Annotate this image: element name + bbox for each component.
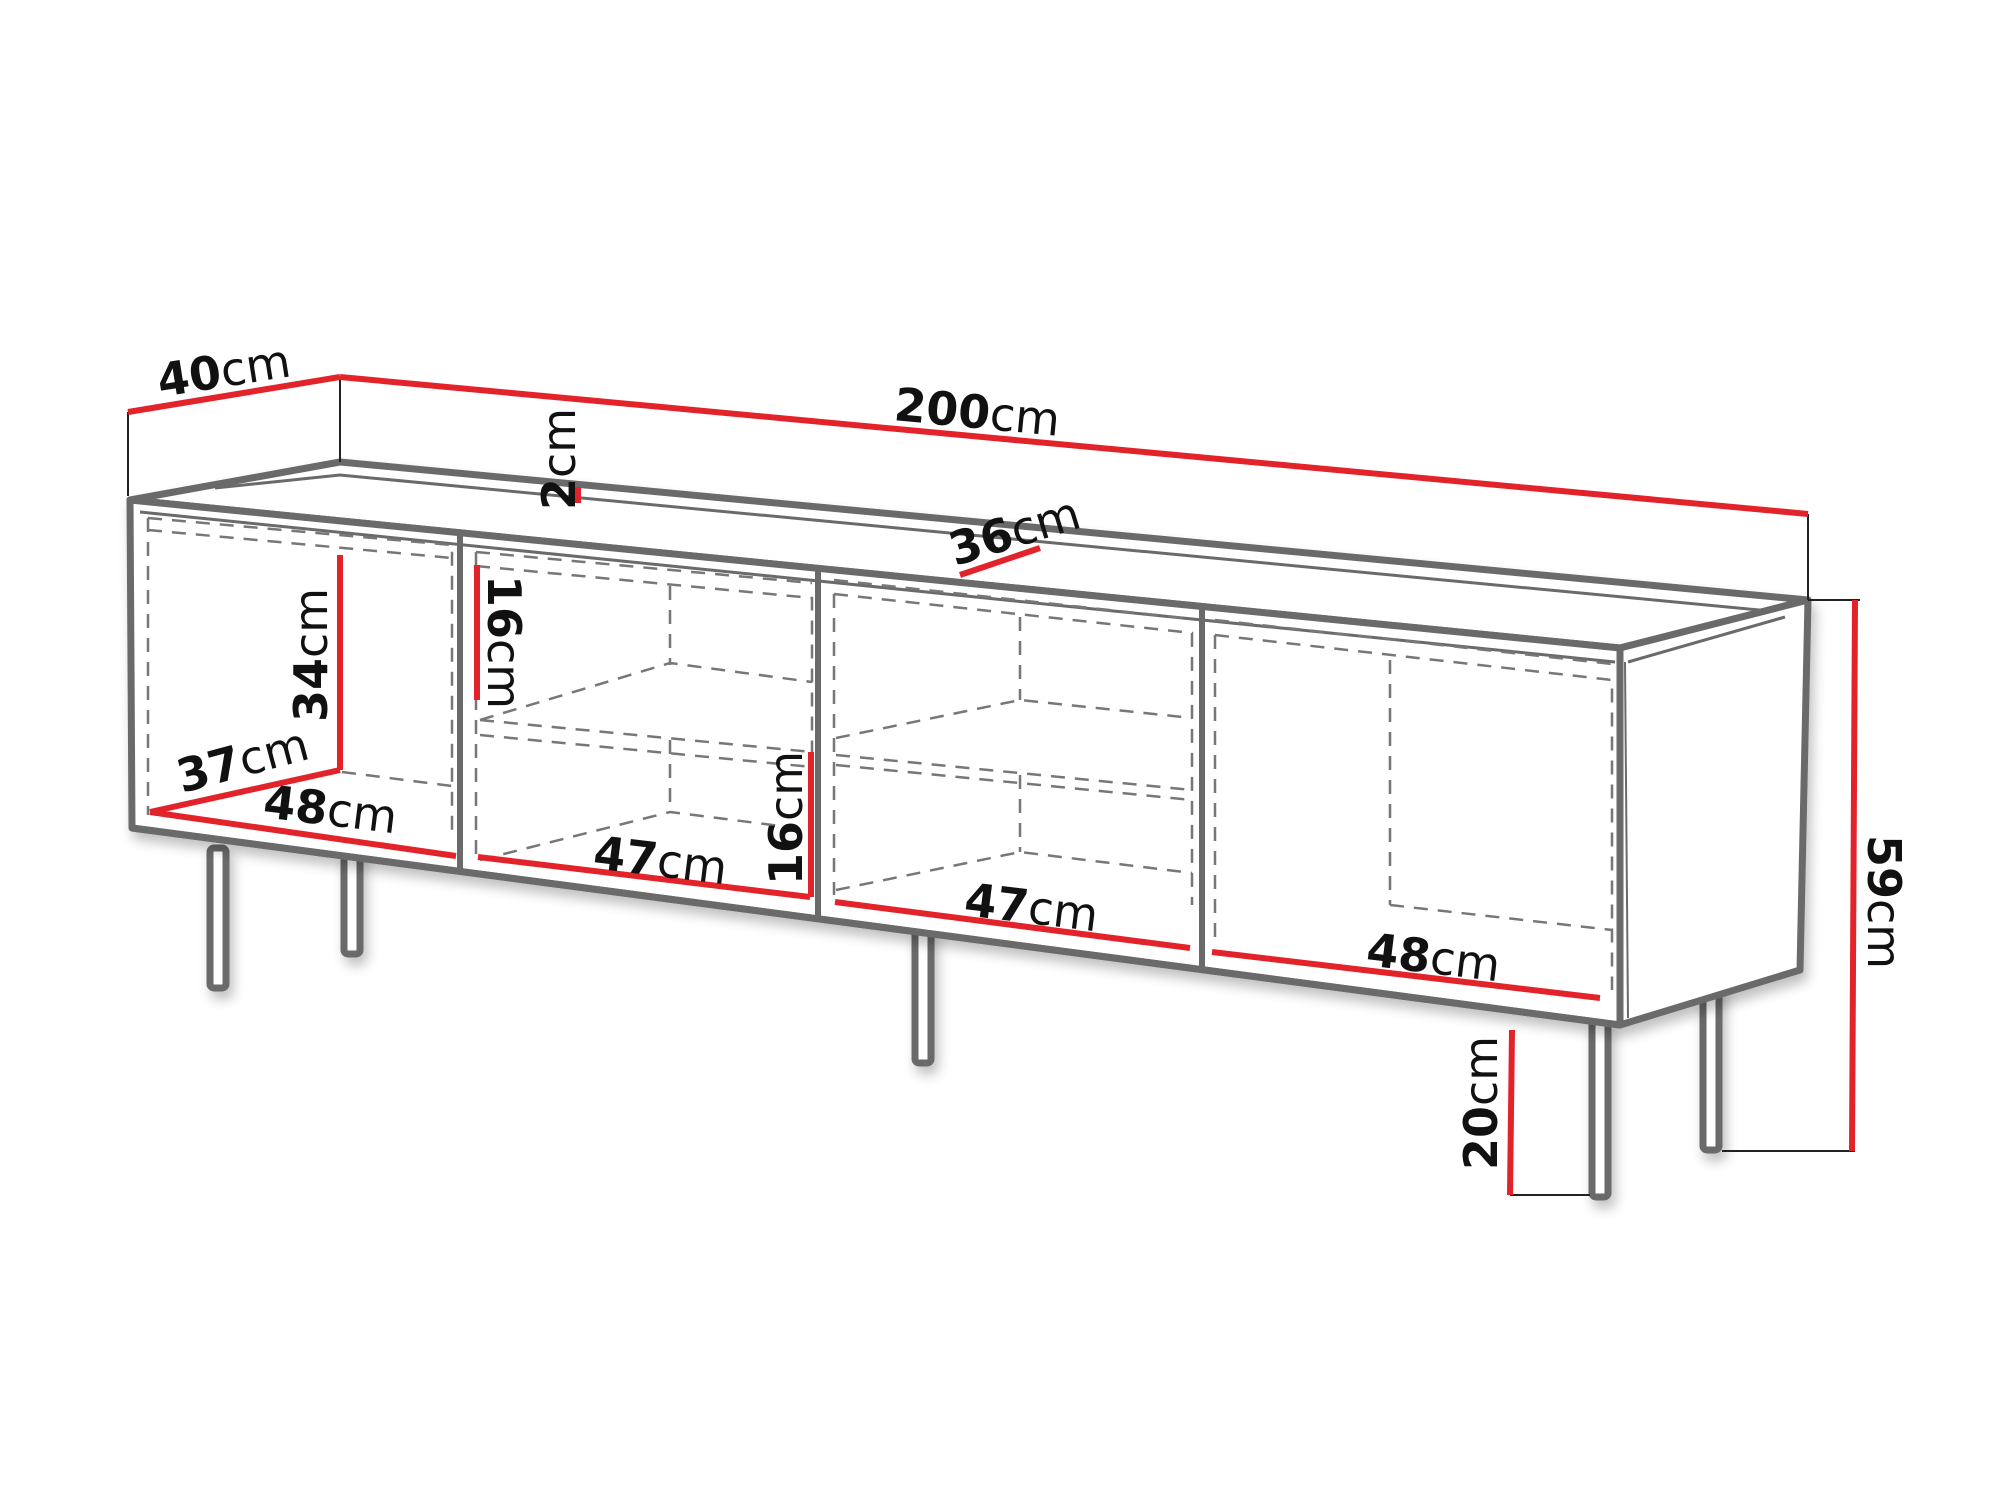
dimension-lines (127, 374, 1858, 1196)
comp1-back (147, 516, 454, 835)
label-37: 37cm (171, 717, 315, 804)
right-inner-edge (1624, 661, 1629, 1019)
dim-line-48a (149, 809, 457, 859)
cabinet-body (126, 458, 1812, 1029)
label-47b: 47cm (962, 872, 1102, 942)
base-edge (131, 824, 1621, 1029)
comp4-floor (1389, 903, 1613, 932)
label-34: 34cm (284, 588, 338, 722)
comp1-back2 (147, 528, 453, 560)
label-40: 40cm (153, 334, 294, 408)
dim-line-40 (127, 374, 341, 415)
legs (206, 844, 1723, 1201)
dim-line-200 (339, 374, 1809, 517)
extension-lines (127, 377, 1860, 1196)
leg-back-right (1699, 981, 1723, 1154)
comp1-floor (341, 770, 453, 788)
label-48a: 48cm (261, 774, 401, 844)
label-16b: 16cm (759, 751, 813, 885)
dim-line-20 (1507, 1029, 1515, 1196)
dim-line-47a (477, 854, 811, 900)
dim-line-36 (959, 545, 1041, 578)
dim-line-37 (149, 767, 341, 815)
cabinet-right-side (1616, 596, 1812, 1029)
dim-line-47b (834, 899, 1191, 951)
comp3-back (833, 578, 1193, 621)
dim-line-59 (1849, 599, 1858, 1152)
comp4-back (1214, 618, 1613, 666)
dimension-labels: 40cm 200cm 2cm 36cm 34cm 37cm 48cm 16cm … (153, 334, 1911, 1170)
comp2-floor (479, 810, 813, 862)
label-20: 20cm (1454, 1036, 1508, 1170)
comp2-back (475, 550, 813, 585)
label-48b: 48cm (1364, 922, 1504, 992)
label-16a: 16cm (477, 575, 531, 709)
leg-front-left (206, 844, 230, 992)
dim-line-48b (1211, 949, 1601, 1001)
label-2: 2cm (532, 408, 586, 510)
label-59: 59cm (1857, 835, 1911, 969)
leg-back-left (340, 848, 364, 958)
label-200: 200cm (892, 377, 1063, 447)
leg-middle (911, 924, 935, 1067)
comp2-shelf (479, 661, 813, 722)
leg-front-right (1588, 1018, 1612, 1201)
label-47a: 47cm (591, 825, 731, 895)
right-side-inner (1627, 615, 1786, 664)
